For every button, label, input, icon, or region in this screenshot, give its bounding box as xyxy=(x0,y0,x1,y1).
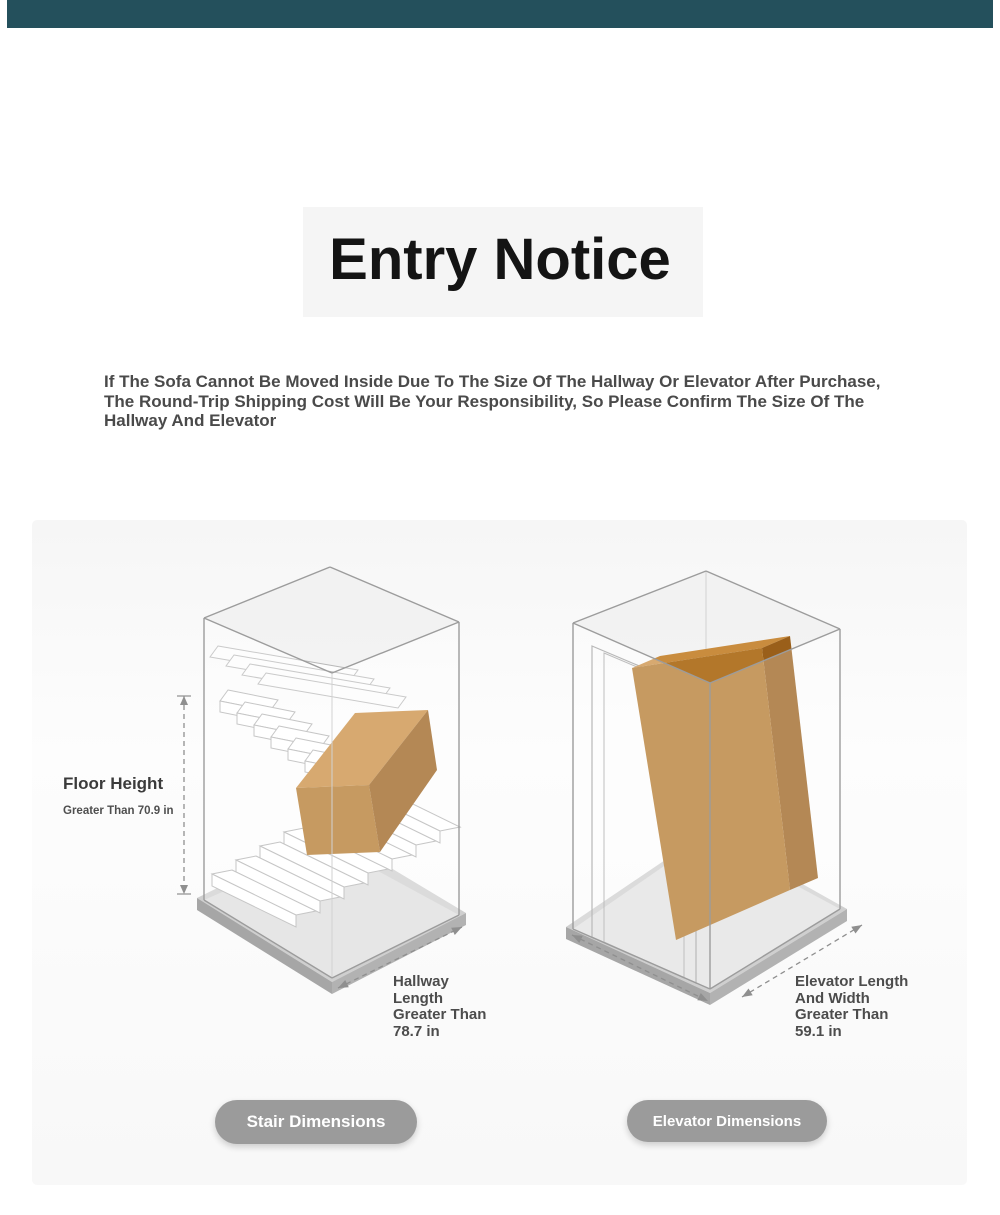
elevator-label-line: Greater Than xyxy=(795,1006,889,1023)
elevator-dimensions-button[interactable]: Elevator Dimensions xyxy=(627,1100,827,1142)
package-side-face xyxy=(762,636,818,890)
elevator-label-line: And Width xyxy=(795,989,870,1007)
package-front-face xyxy=(296,785,380,855)
stair-dimensions-button[interactable]: Stair Dimensions xyxy=(215,1100,417,1144)
hallway-label-line: Hallway xyxy=(393,973,449,990)
elevator-length-measure-line xyxy=(741,924,863,998)
title-section: Entry Notice xyxy=(0,205,1000,319)
title-watermark-background xyxy=(303,207,703,317)
page-title: Entry Notice xyxy=(329,227,671,292)
hallway-label-line: Greater Than xyxy=(393,1006,487,1023)
top-accent-bar xyxy=(7,0,993,28)
floor-height-measure-line xyxy=(177,695,191,895)
entry-notice-text: If The Sofa Cannot Be Moved Inside Due T… xyxy=(104,372,881,430)
floor-height-label-block: Floor Height Greater Than 70.9 in xyxy=(63,774,174,817)
package-side-face xyxy=(369,710,437,852)
package-front-face xyxy=(632,648,790,940)
illustration-panel: Floor Height Greater Than 70.9 in Hallwa… xyxy=(32,520,967,1185)
dimensions-illustration xyxy=(177,566,863,1005)
floor-height-label: Floor Height xyxy=(63,774,164,793)
sofa-package-box-stairs xyxy=(296,710,437,855)
stair-room-ceiling xyxy=(204,567,459,673)
stair-room-wireframe xyxy=(203,566,460,979)
hallway-label-line: 78.7 in xyxy=(393,1022,440,1040)
package-top-face xyxy=(296,710,428,788)
elevator-width-measure-line xyxy=(571,934,709,1002)
elevator-size-label: Elevator Length And Width Greater Than 5… xyxy=(795,973,909,1040)
stair-room-illustration xyxy=(177,566,466,994)
sofa-package-box-elevator xyxy=(632,636,818,940)
hallway-label-line: Length xyxy=(393,989,443,1007)
elevator-label-line: Elevator Length xyxy=(795,973,909,990)
elevator-wireframe xyxy=(572,570,841,990)
hallway-length-label: Hallway Length Greater Than 78.7 in xyxy=(393,973,487,1040)
floor-height-value: Greater Than 70.9 in xyxy=(63,805,174,817)
elevator-label-line: 59.1 in xyxy=(795,1022,842,1040)
hallway-length-measure-line xyxy=(337,926,463,989)
package-top-face xyxy=(632,636,790,668)
elevator-illustration xyxy=(566,570,863,1005)
